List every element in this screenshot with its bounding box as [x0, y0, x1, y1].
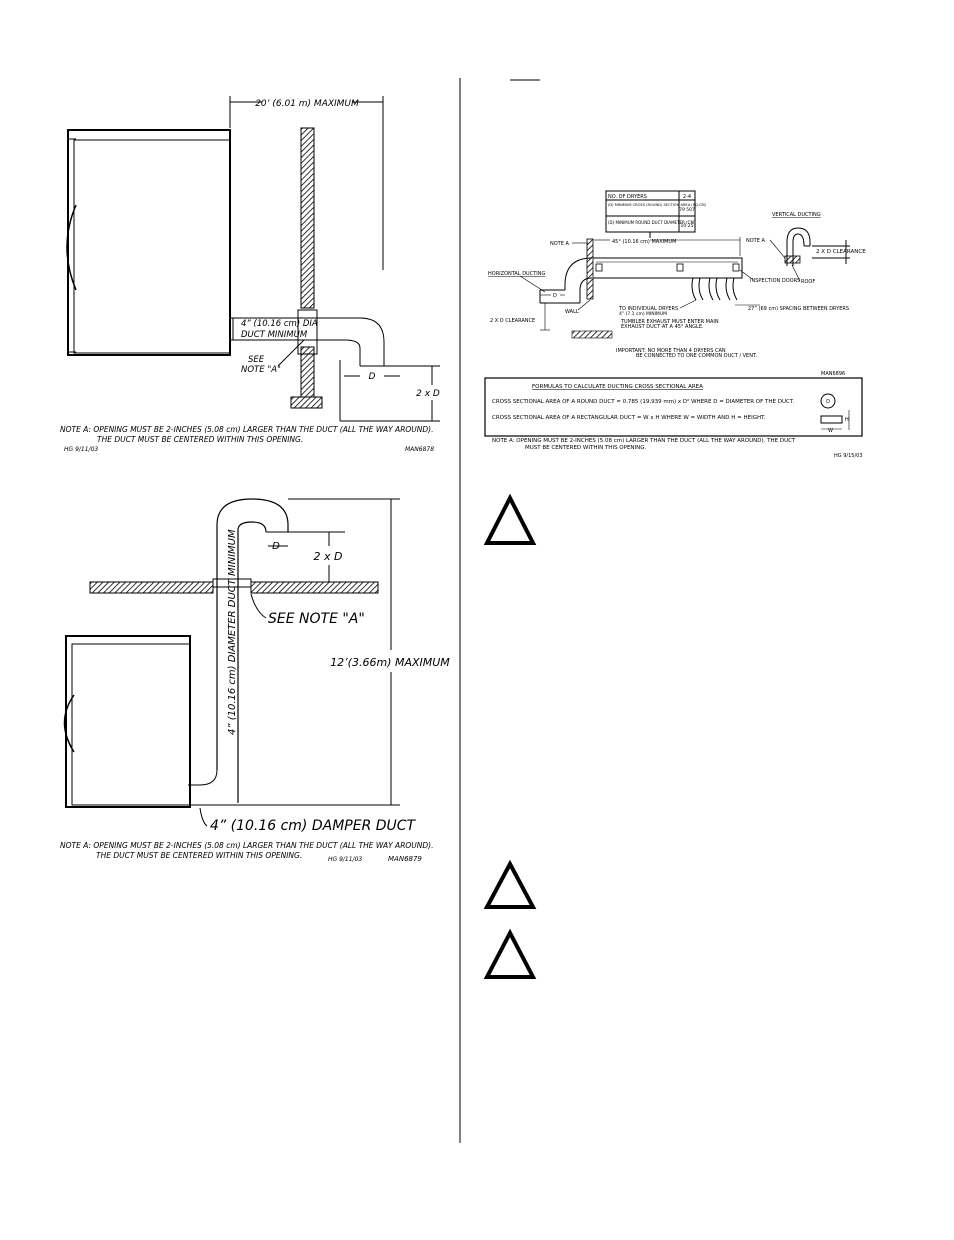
round-duct-symbol	[820, 393, 836, 409]
two-d-label: 2 x D	[416, 389, 440, 399]
warning-icon	[483, 493, 537, 545]
vertical-duct-detail	[784, 227, 811, 266]
warning-icon	[483, 859, 537, 909]
figure-multiple-dryer-ducting: NO. OF DRYERS 2-4 (D) MINIMUM CROSS (ROU…	[484, 190, 866, 459]
duct-size-label: DUCT MINIMUM	[241, 330, 308, 340]
figure-vertical-duct: D 2 x D 12’(3.66m) MAXIMUM 4” (10.16 cm)…	[60, 498, 450, 863]
spacing-label: 27” (69 cm) SPACING BETWEEN DRYERS	[748, 306, 849, 312]
duct-size-label: 4” (10.16 cm) DIAMETER DUCT MINIMUM	[227, 529, 238, 735]
minimum-label: 4” (7.1 cm) MINIMUM	[619, 311, 667, 317]
drawing-code: MAN6879	[388, 855, 422, 863]
dryer-side-view	[66, 129, 231, 356]
drawing-code: MAN6878	[405, 446, 434, 453]
see-note-label: SEE NOTE "A"	[268, 611, 365, 627]
tumbler-note: TUMBLER EXHAUST MUST ENTER MAIN	[620, 319, 719, 325]
figure-horizontal-duct: 20’ (6.01 m) MAXIMUM 4” (10.16 cm) DIA D…	[60, 96, 440, 453]
max-length-label: 45° (10.16 cm) MAXIMUM	[612, 239, 676, 245]
formulas-box: FORMULAS TO CALCULATE DUCTING CROSS SECT…	[484, 377, 863, 437]
important-note: BE CONNECTED TO ONE COMMON DUCT / VENT.	[636, 353, 757, 359]
dryer-side-view	[63, 635, 191, 808]
two-d-label: 2 x D	[314, 550, 343, 563]
vertical-ducting-label: VERTICAL DUCTING	[772, 212, 821, 218]
table-cell: (D) MINIMUM ROUND DUCT DIAMETER (CM)	[608, 220, 696, 225]
formula-round: CROSS SECTIONAL AREA OF A ROUND DUCT = 0…	[492, 398, 795, 405]
roof-label: ROOF	[801, 279, 815, 285]
horizontal-ducting-label: HORIZONTAL DUCTING	[488, 271, 545, 277]
see-note-label: NOTE "A"	[241, 365, 281, 375]
table-cell: (D) MINIMUM CROSS (ROUND) SECTION AREA (…	[608, 203, 707, 207]
note-a-text: NOTE A: OPENING MUST BE 2-INCHES (5.08 c…	[60, 841, 434, 850]
damper-duct-label: 4” (10.16 cm) DAMPER DUCT	[210, 818, 417, 834]
tumbler-note: EXHAUST DUCT AT A 45° ANGLE.	[621, 324, 704, 330]
author-label: HG 9/15/03	[834, 453, 863, 459]
roof-left	[89, 581, 214, 594]
clearance-label: 2 X D CLEARANCE	[816, 249, 866, 255]
w-label: W	[828, 428, 833, 434]
circle-d-label: D	[826, 399, 830, 405]
d-label: D	[272, 541, 280, 552]
wall	[586, 238, 594, 300]
wall-upper	[300, 127, 315, 309]
rect-duct-symbol	[820, 415, 843, 424]
exhaust-duct	[230, 309, 385, 367]
max-length-label: 20’ (6.01 m) MAXIMUM	[255, 99, 359, 109]
roof-right	[250, 581, 379, 594]
d-label: D	[369, 372, 376, 382]
duct-size-label: 4” (10.16 cm) DIA	[241, 319, 318, 329]
inspection-doors-label: INSPECTION DOORS	[750, 278, 800, 284]
see-note-label: SEE	[248, 355, 265, 365]
table-cell: NO. OF DRYERS	[608, 194, 647, 200]
d-label: D	[553, 293, 557, 299]
note-a-text: NOTE A: OPENING MUST BE 2-INCHES (5.08 c…	[492, 438, 796, 444]
floor	[571, 330, 613, 339]
table-cell: 2-4	[683, 194, 691, 200]
note-a-text: THE DUCT MUST BE CENTERED WITHIN THIS OP…	[96, 851, 302, 860]
warning-icon	[483, 928, 537, 979]
formulas-title: FORMULAS TO CALCULATE DUCTING CROSS SECT…	[532, 384, 703, 390]
author-label: HG 9/11/03	[64, 446, 98, 453]
wall-footing	[290, 396, 323, 409]
max-height-label: 12’(3.66m) MAXIMUM	[330, 656, 450, 669]
clearance-label: 2 X D CLEARANCE	[490, 318, 535, 324]
note-a-label: NOTE A	[746, 238, 765, 244]
table-cell: 10 25	[681, 223, 694, 229]
important-note: IMPORTANT: NO MORE THAN 4 DRYERS CAN	[616, 348, 726, 354]
sizing-table: NO. OF DRYERS 2-4 (D) MINIMUM CROSS (ROU…	[605, 190, 707, 233]
note-a-text: MUST BE CENTERED WITHIN THIS OPENING.	[525, 445, 647, 451]
note-a-text: NOTE A: OPENING MUST BE 2-INCHES (5.08 c…	[60, 425, 434, 434]
drawing-code: MAN6896	[821, 371, 845, 377]
h-label: H	[845, 417, 849, 423]
table-cell: 79 507	[679, 207, 695, 213]
formula-rect: CROSS SECTIONAL AREA OF A RECTANGULAR DU…	[492, 415, 766, 421]
note-a-label: NOTE A	[550, 241, 569, 247]
wall-label: WALL	[565, 309, 579, 315]
author-label: HG 9/11/03	[328, 856, 362, 863]
main-duct	[591, 257, 743, 279]
note-a-text: THE DUCT MUST BE CENTERED WITHIN THIS OP…	[97, 435, 303, 444]
to-dryers-label: TO INDIVIDUAL DRYERS	[618, 306, 678, 312]
